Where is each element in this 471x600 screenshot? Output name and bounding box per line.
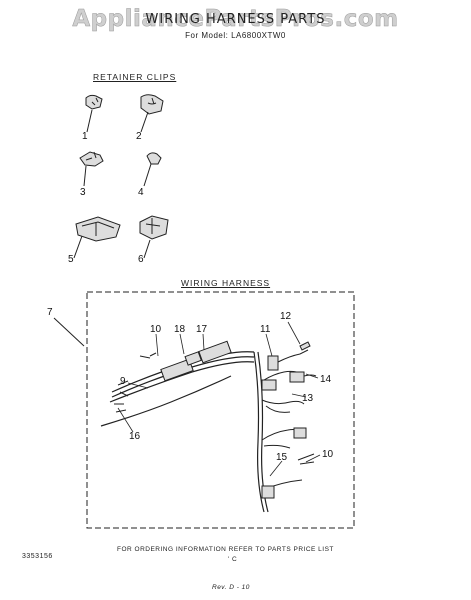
model-subtitle: For Model: LA6800XTW0 [185, 31, 286, 40]
retainer-clip-4 [143, 152, 162, 187]
retainer-clip-5 [73, 216, 121, 259]
callout-7: 7 [47, 307, 53, 318]
callout-10-top: 10 [150, 324, 162, 335]
callout-17: 17 [196, 324, 208, 335]
retainer-clip-3 [79, 151, 104, 187]
leader-7 [53, 317, 85, 347]
callout-16: 16 [129, 431, 141, 442]
callout-5: 5 [68, 254, 74, 265]
callout-3: 3 [80, 187, 86, 198]
small-mark: ' C [228, 556, 238, 563]
callout-15: 15 [276, 452, 288, 463]
wiring-harness-frame [86, 291, 355, 529]
retainer-clip-6 [139, 215, 169, 259]
callout-4: 4 [138, 187, 144, 198]
callout-2: 2 [136, 131, 142, 142]
harness-trunk [100, 351, 269, 513]
harness-connectors [114, 340, 232, 413]
callout-12: 12 [280, 311, 292, 322]
callout-10-bottom: 10 [322, 449, 334, 460]
harness-right-branch [261, 341, 317, 413]
revision-label: Rev. D - 10 [212, 584, 250, 591]
callout-14: 14 [320, 374, 332, 385]
wiring-harness-heading: WIRING HARNESS [181, 278, 271, 288]
retainer-clip-1 [85, 94, 103, 133]
harness-leaders [117, 321, 321, 477]
watermark: AppliancePartsPros.com [72, 6, 399, 33]
callout-18: 18 [174, 324, 186, 335]
retainer-clips-heading: RETAINER CLIPS [93, 72, 177, 82]
callout-11: 11 [260, 324, 271, 335]
document-number: 3353156 [22, 553, 53, 560]
callout-1: 1 [82, 131, 88, 142]
harness-lower-branch [261, 427, 315, 499]
page-title: WIRING HARNESS PARTS [145, 12, 326, 27]
ordering-note: FOR ORDERING INFORMATION REFER TO PARTS … [117, 546, 334, 553]
callout-9: 9 [120, 376, 126, 387]
retainer-clip-2 [140, 94, 164, 133]
callout-13: 13 [302, 393, 314, 404]
callout-6: 6 [138, 254, 144, 265]
